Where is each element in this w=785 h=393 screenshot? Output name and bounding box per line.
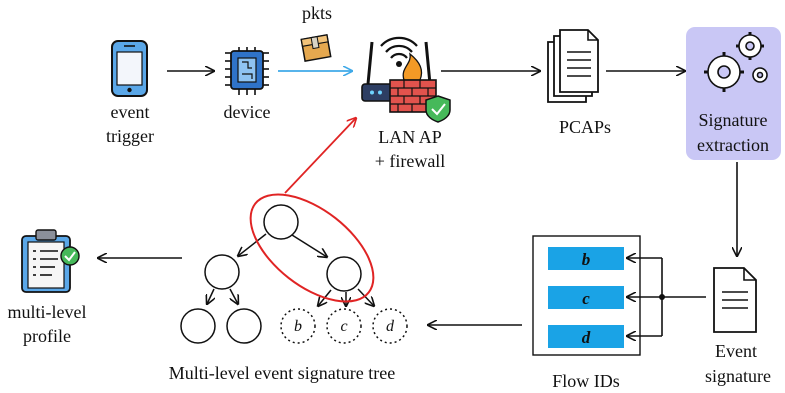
- event-signature-label-2: signature: [705, 366, 771, 386]
- tree-leaf-d-label: d: [386, 318, 395, 335]
- gears-icon: [704, 32, 768, 92]
- signature-to-flow-connectors: [627, 258, 706, 336]
- flow-id-d-label: d: [582, 328, 591, 347]
- tree-node-right: [326, 256, 362, 292]
- pcaps-label: PCAPs: [559, 117, 611, 137]
- highlight-ellipse: [249, 193, 375, 303]
- flow-id-b-label: b: [582, 250, 591, 269]
- lan-ap-label-2: + firewall: [375, 151, 446, 171]
- documents-icon: [547, 29, 599, 103]
- tree-leaf-d: [372, 308, 408, 344]
- tree-leaf-c: [326, 308, 362, 344]
- clipboard-check-icon: [21, 229, 80, 293]
- flow-ids-label: Flow IDs: [552, 371, 620, 391]
- event-trigger-label-2: trigger: [106, 126, 154, 146]
- tree-leaf-b: [280, 308, 316, 344]
- device-label: device: [224, 102, 271, 122]
- profile-label-2: profile: [23, 326, 71, 346]
- tree-leaf-c-label: c: [340, 318, 347, 335]
- flow-id-b-bar: [548, 247, 624, 270]
- flow-id-c-label: c: [582, 289, 590, 308]
- tree-leaf-b-label: b: [294, 318, 302, 335]
- profile-label-1: multi-level: [8, 302, 87, 322]
- flow-id-d-bar: [548, 325, 624, 348]
- package-icon: [300, 34, 332, 62]
- chip-icon: [225, 47, 269, 95]
- flow-id-c-bar: [548, 286, 624, 309]
- lan-ap-label-1: LAN AP: [378, 127, 442, 147]
- pkts-label: pkts: [302, 3, 332, 23]
- tree-leaf-2: [226, 308, 262, 344]
- tree-root-node: [263, 204, 299, 240]
- arrow-tree-to-ap: [284, 118, 356, 194]
- tree-caption: Multi-level event signature tree: [169, 363, 395, 383]
- signature-extraction-label-1: Signature: [699, 110, 768, 130]
- signature-tree: [180, 204, 408, 344]
- signature-extraction-box: [686, 27, 781, 160]
- event-signature-label-1: Event: [715, 341, 757, 361]
- router-firewall-icon: [361, 36, 451, 123]
- tree-node-left: [204, 254, 240, 290]
- document-icon: [713, 267, 757, 333]
- signature-extraction-label-2: extraction: [697, 135, 769, 155]
- event-trigger-label-1: event: [111, 102, 150, 122]
- tree-leaf-1: [180, 308, 216, 344]
- phone-icon: [111, 40, 148, 97]
